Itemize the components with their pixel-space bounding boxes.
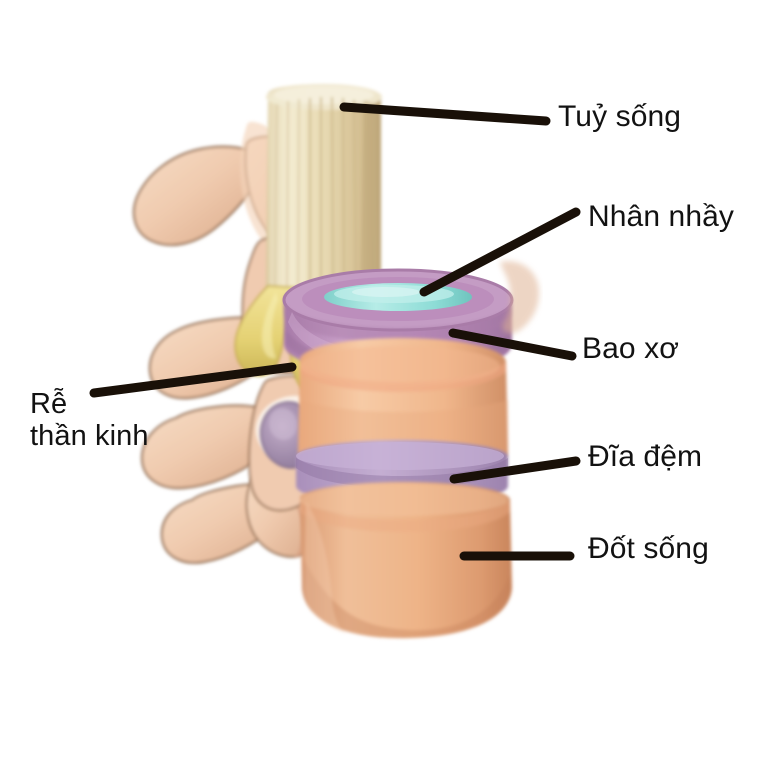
vertebral-body-lower [300, 482, 512, 639]
leader-nerve-root [89, 362, 297, 398]
leader-annulus-fibrosus [448, 328, 577, 361]
label-nucleus-pulposus: Nhân nhầy [588, 200, 735, 233]
label-intervertebral-disc: Đĩa đệm [588, 440, 703, 473]
leader-nucleus-pulposus [419, 207, 581, 297]
label-nerve-root: Rễ thần kinh [30, 388, 149, 453]
leader-spinal-cord [339, 102, 551, 126]
leader-intervertebral-disc [449, 456, 581, 484]
label-vertebra: Đốt sống [588, 532, 709, 565]
leader-lines [89, 102, 581, 561]
spinal-cord [266, 84, 382, 306]
label-spinal-cord: Tuỷ sống [558, 100, 682, 133]
lateral-bone-edge [500, 261, 540, 334]
label-annulus-fibrosus: Bao xơ [582, 332, 679, 365]
